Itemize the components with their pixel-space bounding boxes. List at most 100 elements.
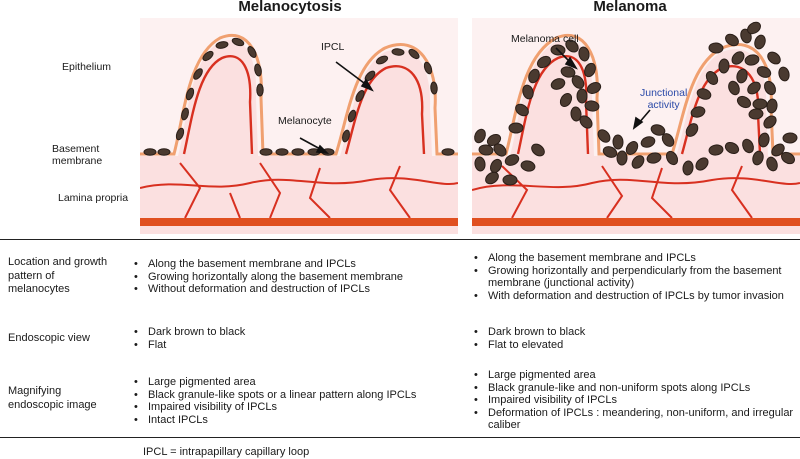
melanoma-cell <box>570 106 582 122</box>
epithelial-papillae <box>140 39 458 234</box>
melanocytosis-illustration <box>140 18 458 234</box>
list-item: Flat <box>130 339 460 352</box>
melanoma-cells <box>474 21 798 186</box>
list-item: Black granule-like and non-uniform spots… <box>470 382 798 395</box>
row-label-endoscopic-view: Endoscopic view <box>8 332 90 344</box>
melanoma-cell <box>612 134 624 150</box>
list-item: Without deformation and destruction of I… <box>130 283 460 296</box>
list-item: With deformation and destruction of IPCL… <box>470 290 798 303</box>
list-item: Dark brown to black <box>470 326 798 339</box>
melanocyte-cell <box>408 48 420 60</box>
ipcl-vessel-1 <box>516 55 590 155</box>
melanoma-cell-annotation: Melanoma cell <box>511 33 579 45</box>
melanoma-cell <box>520 160 536 172</box>
list-item: Along the basement membrane and IPCLs <box>130 258 460 271</box>
epithelium-label: Epithelium <box>62 61 112 73</box>
melanocyte-cell <box>157 148 171 156</box>
list-item: Intact IPCLs <box>130 414 460 427</box>
melanoma-cell <box>781 151 795 165</box>
melanoma-cell <box>766 156 778 172</box>
melanocyte-cell <box>391 48 405 56</box>
melanoma-cell <box>550 78 566 90</box>
melanoma-cell <box>531 143 545 157</box>
melanoma-cell <box>493 143 507 157</box>
lamina-vessels <box>140 162 458 219</box>
row-label-location: Location and growth pattern of melanocyt… <box>8 256 108 295</box>
melanoma-cell <box>763 80 777 96</box>
melanocytosis-magnifying-list: Large pigmented area Black granule-like … <box>130 376 460 426</box>
melanoma-cell <box>485 171 499 185</box>
list-item: Impaired visibility of IPCLs <box>470 394 798 407</box>
arrows <box>555 47 651 130</box>
melanoma-endoscopic-list: Dark brown to black Flat to elevated <box>470 326 798 351</box>
melanocytosis-location-list: Along the basement membrane and IPCLs Gr… <box>130 258 460 296</box>
list-item: Impaired visibility of IPCLs <box>130 401 460 414</box>
melanocyte-cell <box>259 148 273 156</box>
list-item: Flat to elevated <box>470 339 798 352</box>
melanoma-cell <box>736 68 748 84</box>
melanoma-cell <box>515 103 529 117</box>
row-label-magnifying: Magnifying endoscopic image <box>8 385 97 411</box>
melanoma-cell <box>625 141 639 155</box>
melanoma-cell <box>748 108 764 120</box>
melanoma-cell <box>571 75 585 89</box>
melanocytosis-title: Melanocytosis <box>238 0 342 15</box>
melanocyte-cell <box>441 148 455 156</box>
melanoma-cell <box>685 123 699 137</box>
melanoma-cell <box>718 58 730 74</box>
melanoma-cell <box>708 144 724 156</box>
melanoma-cell <box>708 42 724 54</box>
melanoma-cell <box>478 144 494 156</box>
melanoma-cell <box>752 150 764 166</box>
melanoma-cell <box>602 146 618 158</box>
melanoma-cell <box>747 81 761 95</box>
melanocytosis-endoscopic-list: Dark brown to black Flat <box>130 326 460 351</box>
melanoma-cell <box>744 54 760 66</box>
melanocyte-cell <box>254 63 262 77</box>
melanocyte-cells <box>143 37 455 156</box>
melanocyte-cell <box>430 81 438 95</box>
melanoma-cell <box>756 66 772 78</box>
melanoma-cell <box>724 141 740 155</box>
melanoma-cell <box>578 46 590 62</box>
melanoma-cell <box>782 132 798 144</box>
melanoma-cell <box>742 138 754 154</box>
melanocyte-cell <box>355 90 365 102</box>
melanocyte-cell <box>185 87 195 101</box>
list-item: Large pigmented area <box>130 376 460 389</box>
melanoma-cell <box>696 88 712 100</box>
melanoma-cell <box>754 34 766 50</box>
table-top-rule <box>0 239 800 240</box>
basement-membrane-label: Basement membrane <box>52 143 103 167</box>
list-item: Growing horizontally and perpendicularly… <box>470 265 798 290</box>
melanoma-cell <box>763 115 777 129</box>
melanoma-cell <box>752 98 768 110</box>
melanoma-cell <box>536 55 552 69</box>
melanocyte-cell <box>275 148 289 156</box>
melanocyte-annotation: Melanocyte <box>278 115 332 127</box>
list-item: Growing horizontally along the basement … <box>130 271 460 284</box>
melanoma-cell <box>736 95 752 109</box>
melanocyte-cell <box>256 83 264 97</box>
ipcl-vessel-1 <box>182 55 254 155</box>
melanocyte-cell <box>202 50 214 62</box>
melanocyte-cell <box>247 46 257 58</box>
ipcl-annotation: IPCL <box>321 41 345 53</box>
melanoma-cell <box>559 92 573 108</box>
lamina-propria-label: Lamina propria <box>58 192 129 204</box>
melanocyte-cell <box>375 55 389 65</box>
list-item: Deformation of IPCLs : meandering, non-u… <box>470 407 798 432</box>
melanoma-cell <box>565 39 579 53</box>
melanocyte-cell <box>423 61 433 75</box>
melanocyte-cell <box>215 41 229 49</box>
table-bottom-rule <box>0 437 800 438</box>
melanocyte-cell <box>143 148 157 156</box>
melanoma-illustration <box>472 18 800 234</box>
melanocyte-cell <box>231 37 245 47</box>
melanoma-cell <box>474 156 486 172</box>
melanoma-cell <box>665 150 679 166</box>
melanoma-cell <box>474 128 486 144</box>
melanocyte-cell <box>291 148 305 156</box>
melanoma-cell <box>778 66 790 82</box>
melanoma-cell <box>584 62 596 78</box>
